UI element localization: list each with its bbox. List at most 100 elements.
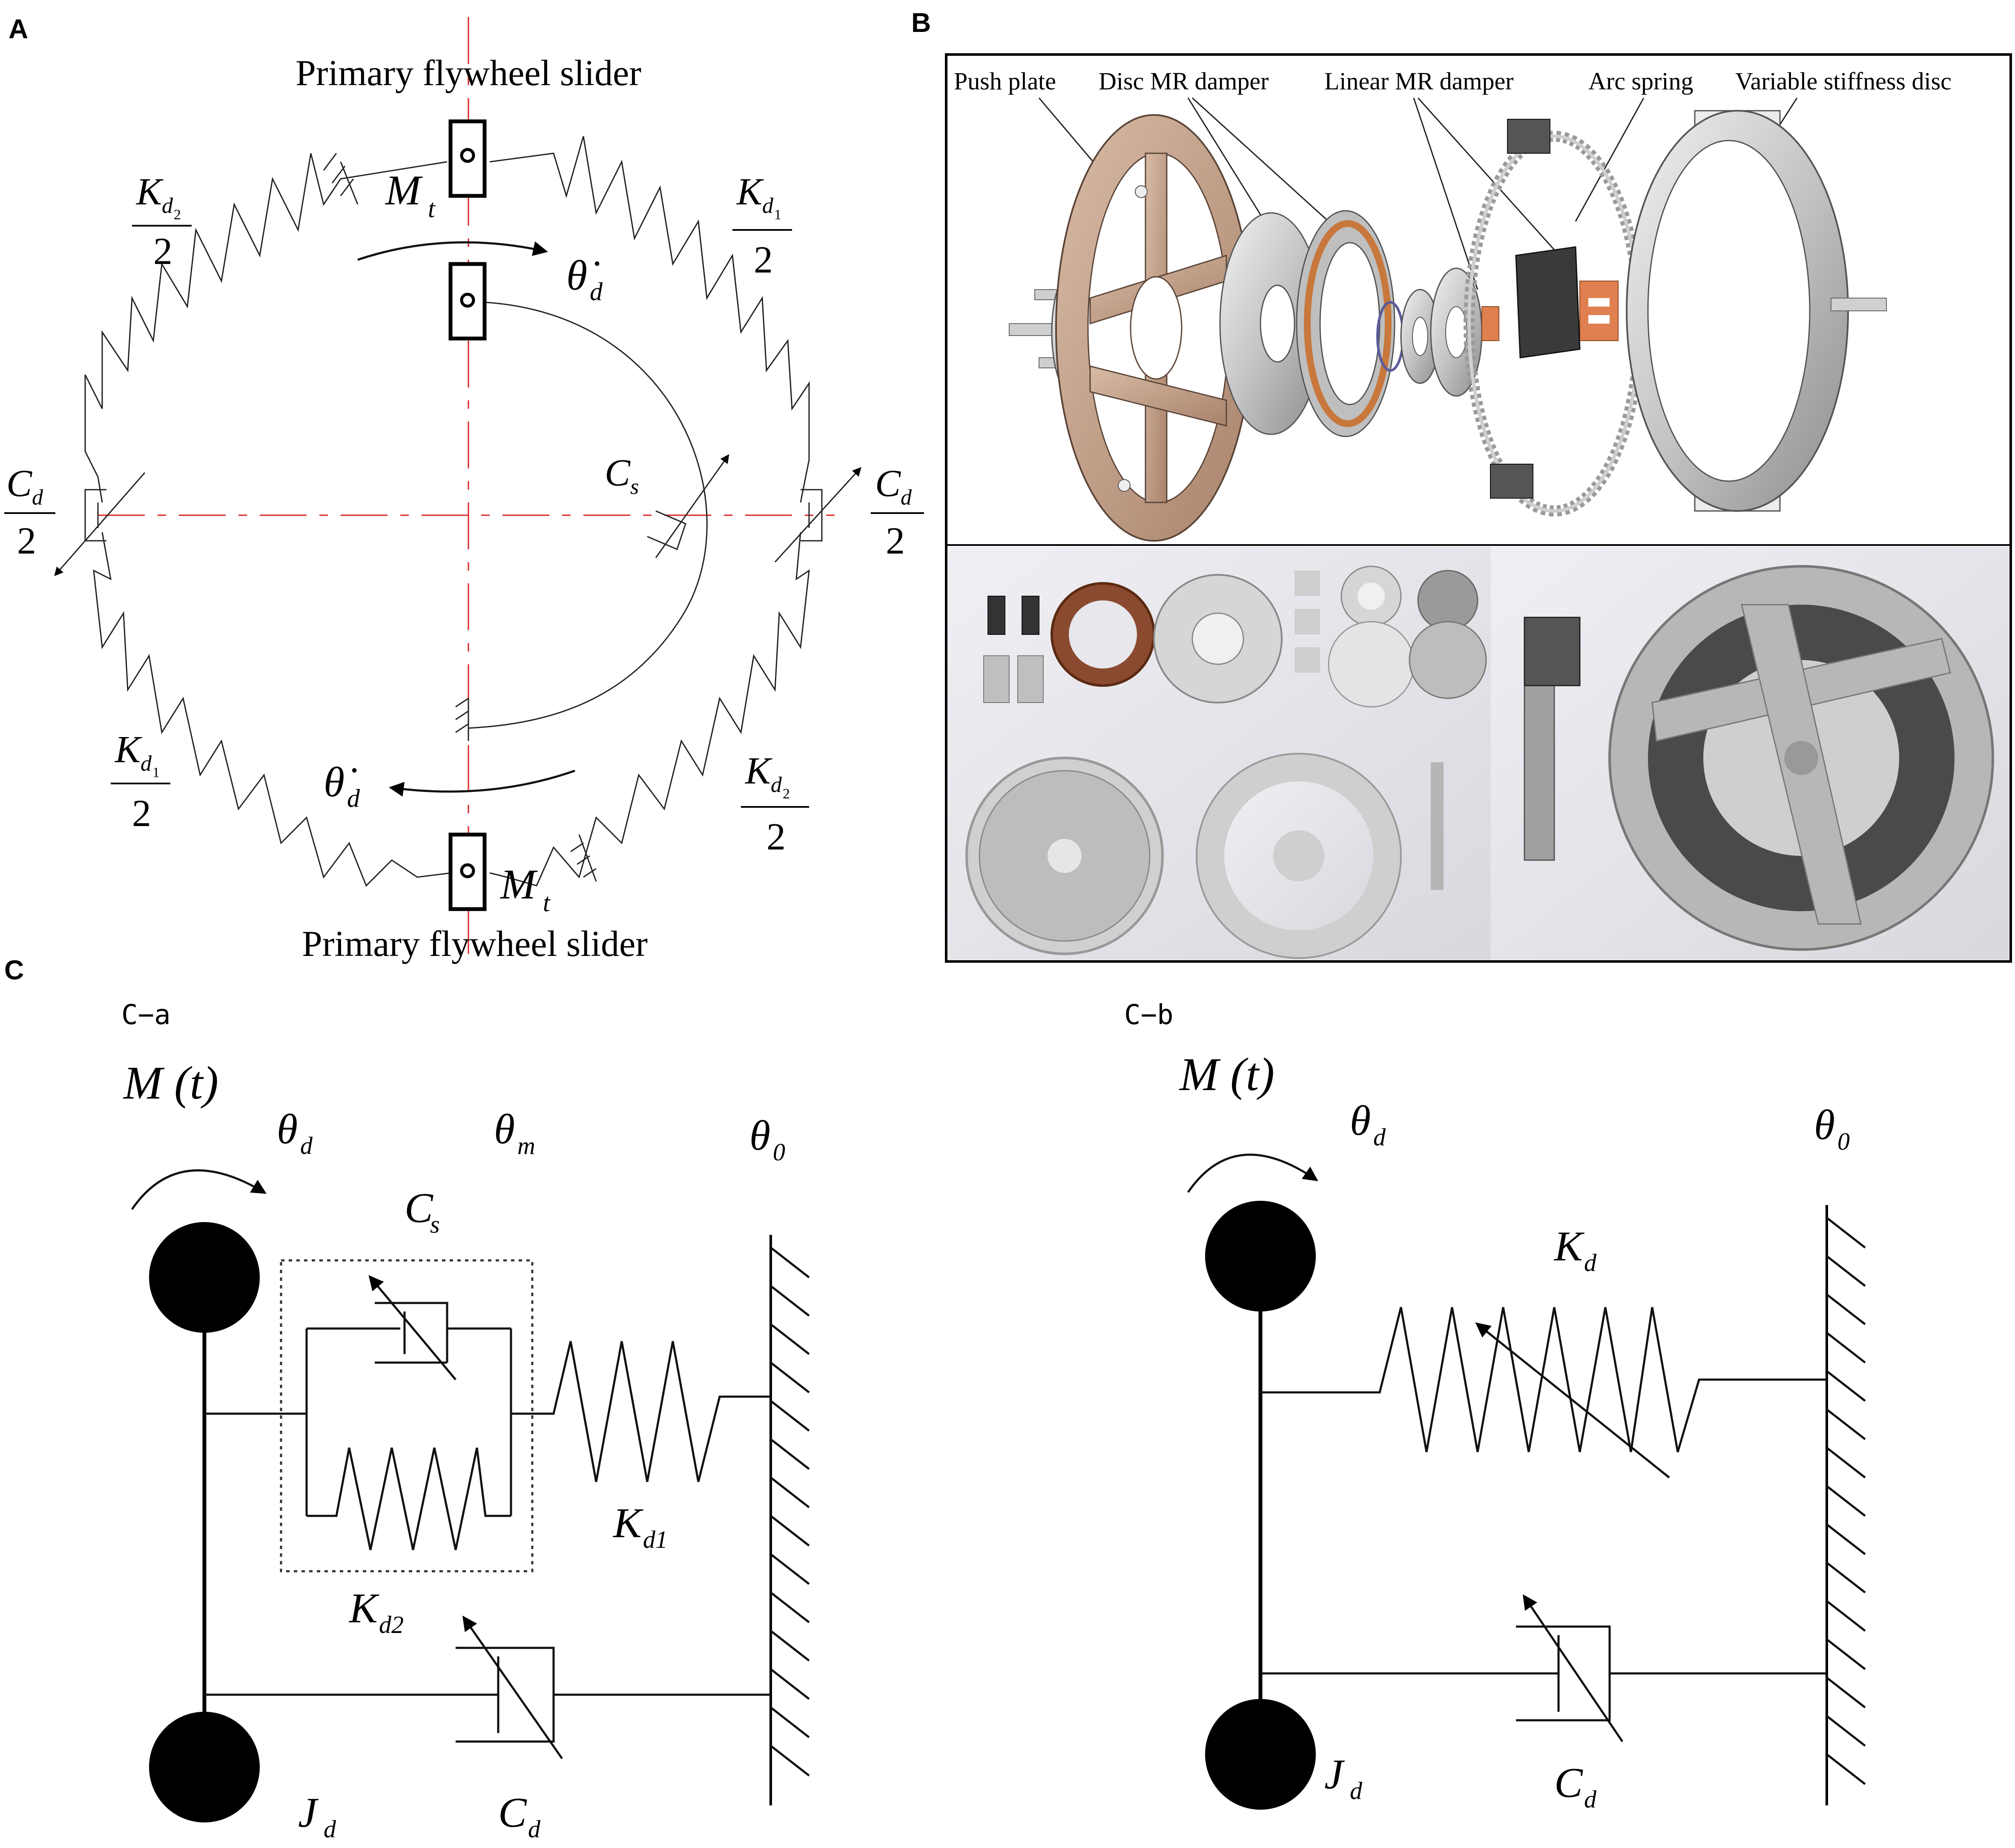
cb-moment-label: M (t) <box>1179 1048 1274 1100</box>
cb-theta-0-sub: 0 <box>1837 1128 1850 1155</box>
spring-upper-right <box>489 136 810 503</box>
mt-top-sub: t <box>428 195 436 223</box>
ca-cd-symbol: C <box>498 1789 527 1836</box>
ca-theta-d: θ <box>277 1105 298 1153</box>
svg-text:d: d <box>762 194 774 218</box>
rotation-arrow-top <box>357 241 548 261</box>
slider-bottom <box>448 832 487 911</box>
ca-ground-wall <box>769 1235 810 1805</box>
svg-text:d: d <box>162 194 173 218</box>
svg-text:2: 2 <box>174 207 181 223</box>
ca-kd2-sub: d2 <box>379 1611 404 1639</box>
svg-text:2: 2 <box>754 239 773 281</box>
ca-theta-m-sub: m <box>517 1132 535 1159</box>
ca-theta-d-sub: d <box>300 1132 313 1159</box>
disc-mr-damper <box>1219 210 1395 437</box>
svg-text:d: d <box>32 485 43 510</box>
mt-bottom-sub: t <box>543 889 551 917</box>
push-plate <box>1055 114 1253 542</box>
cb-kd-symbol: K <box>1553 1222 1584 1270</box>
ca-cs-symbol: C <box>405 1184 433 1231</box>
svg-text:K: K <box>736 171 764 213</box>
ca-kd1-sub: d1 <box>643 1526 668 1553</box>
cb-damper-cd <box>1260 1594 1827 1742</box>
slider-top-inner <box>448 262 487 341</box>
rotation-arrow-bottom <box>389 769 575 797</box>
cb-spring-kd-arrow <box>1475 1322 1670 1478</box>
ca-theta-0-sub: 0 <box>773 1138 785 1166</box>
svg-text:C: C <box>875 462 901 505</box>
cb-j-sub: d <box>1350 1777 1363 1805</box>
svg-text:K: K <box>744 750 772 792</box>
assembled-photo <box>1491 547 2009 960</box>
svg-text:d: d <box>141 752 152 776</box>
svg-text:2: 2 <box>783 786 790 802</box>
label-arc-spring: Arc spring <box>1588 67 1693 95</box>
svg-text:C: C <box>605 452 631 494</box>
svg-text:s: s <box>630 475 639 499</box>
mt-bottom-symbol: M <box>499 861 538 908</box>
inner-arc <box>468 301 708 729</box>
label-variable-stiffness-disc: Variable stiffness disc <box>1735 67 1952 95</box>
label-kd1-upper-right: K d 1 2 <box>732 171 792 281</box>
mt-top-symbol: M <box>385 166 423 214</box>
ground-hatch-top <box>323 153 359 205</box>
svg-text:K: K <box>114 729 142 771</box>
panel-a: A <box>4 14 924 964</box>
cb-ground-wall <box>1826 1205 1866 1805</box>
svg-text:2: 2 <box>153 230 172 273</box>
cb-moment-arrow <box>1187 1154 1318 1193</box>
spring-lower-right <box>489 532 810 887</box>
label-kd1-lower-left: K d 1 2 <box>111 729 170 835</box>
spring-upper-left <box>84 153 448 503</box>
svg-text:1: 1 <box>774 207 781 223</box>
svg-text:C: C <box>6 462 32 505</box>
ca-dotted-box <box>280 1259 534 1573</box>
cb-theta-d: θ <box>1350 1097 1371 1144</box>
cb-theta-d-sub: d <box>1373 1123 1386 1151</box>
damper-left <box>54 472 146 577</box>
ground-hatch-bottom <box>570 834 597 882</box>
ca-cd-sub: d <box>528 1815 541 1843</box>
slider-top-outer <box>448 119 487 198</box>
ground-hatch-mid <box>455 697 469 741</box>
damper-right <box>774 467 861 563</box>
label-cd-right: C d 2 <box>871 462 924 562</box>
ca-title: C−a <box>121 999 171 1031</box>
label-cs: C s <box>605 452 639 499</box>
ca-damper-cd <box>204 1616 771 1759</box>
panel-b-letter: B <box>911 7 931 38</box>
slider-label-top: Primary flywheel slider <box>296 52 641 93</box>
ca-damper-cs <box>307 1275 511 1380</box>
ca-j-sub: d <box>324 1815 336 1843</box>
label-disc-mr-damper: Disc MR damper <box>1099 67 1269 95</box>
damper-cs <box>647 454 729 558</box>
label-linear-mr-damper: Linear MR damper <box>1324 67 1514 95</box>
svg-text:K: K <box>135 171 164 213</box>
ca-spring-kd1 <box>511 1341 771 1482</box>
ca-kd2-symbol: K <box>348 1584 379 1632</box>
cb-j-symbol: J <box>1324 1750 1345 1798</box>
svg-text:1: 1 <box>152 765 160 781</box>
theta-dot-top-sub: d <box>590 278 603 306</box>
panel-a-letter: A <box>9 14 28 44</box>
ca-moment-arrow <box>131 1169 267 1210</box>
ca-cs-sub: s <box>430 1211 440 1238</box>
svg-text:2: 2 <box>766 816 786 858</box>
svg-text:d: d <box>771 773 782 797</box>
parts-photo <box>948 547 1491 960</box>
label-kd2-lower-right: K d 2 2 <box>741 750 809 858</box>
cb-title: C−b <box>1124 999 1174 1031</box>
cb-cd-sub: d <box>1584 1785 1597 1813</box>
ca-theta-m: θ <box>494 1105 515 1153</box>
subpanel-cb: C−b M (t) θ d θ 0 <box>1124 999 1866 1813</box>
svg-text:2: 2 <box>132 792 151 835</box>
ca-moment-label: M (t) <box>123 1057 218 1109</box>
label-push-plate: Push plate <box>954 67 1056 95</box>
cb-kd-sub: d <box>1584 1249 1597 1277</box>
panel-b: B Push plate Disc MR damper Linear MR da… <box>911 7 2012 963</box>
ca-theta-0: θ <box>749 1112 770 1159</box>
label-cd-left: C d 2 <box>4 462 55 562</box>
svg-text:d: d <box>901 485 912 510</box>
